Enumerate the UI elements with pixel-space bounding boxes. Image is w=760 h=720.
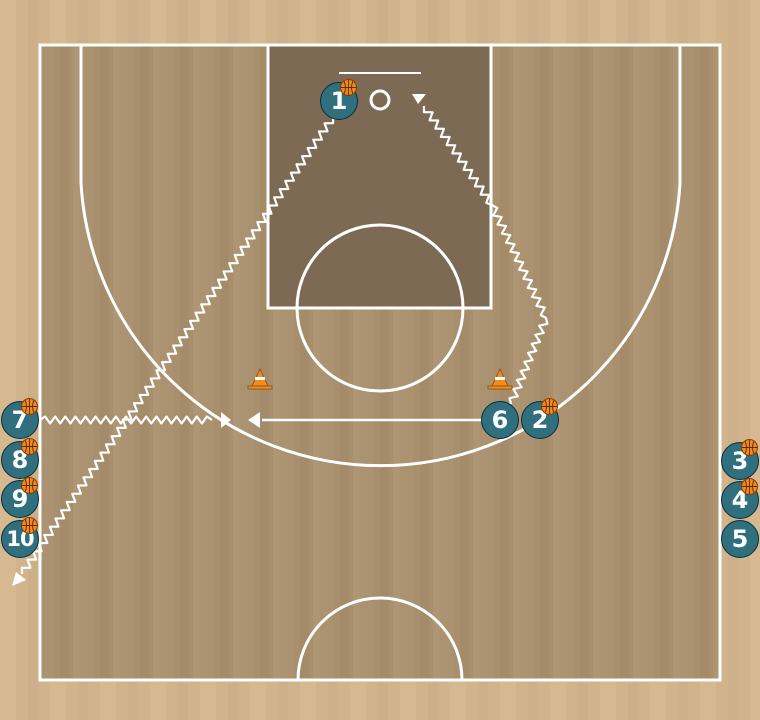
player-9[interactable]: 9 [1, 477, 39, 518]
court-lines [38, 43, 722, 682]
arrowhead-dribble-1 [12, 572, 26, 586]
basketball-icon [741, 439, 758, 456]
player-2[interactable]: 2 [521, 398, 559, 439]
player-label: 5 [721, 520, 759, 558]
basketball-icon [741, 478, 758, 495]
player-4[interactable]: 4 [721, 478, 759, 519]
center-circle [296, 596, 464, 681]
player-3[interactable]: 3 [721, 439, 759, 480]
basketball-icon [340, 79, 357, 96]
movements [20, 105, 549, 575]
basketball-icon [541, 398, 558, 415]
basketball-icon [21, 477, 38, 494]
player-label: 6 [481, 401, 519, 439]
cone-right [487, 368, 513, 390]
player-8[interactable]: 8 [1, 438, 39, 479]
cone-left [247, 368, 273, 390]
key-outline [266, 43, 493, 310]
basketball-icon [21, 517, 38, 534]
dribble-2-to-basket [422, 105, 549, 405]
arrowheads [12, 94, 426, 586]
dribble-1-to-corner [20, 116, 335, 575]
basketball-icon [21, 398, 38, 415]
player-6[interactable]: 6 [481, 401, 519, 439]
arrowhead-dribble-7 [221, 412, 231, 428]
three-point-line [79, 45, 682, 468]
player-7[interactable]: 7 [1, 398, 39, 439]
hoop [369, 89, 391, 111]
player-1[interactable]: 1 [320, 79, 358, 120]
player-10[interactable]: 10 [1, 517, 39, 558]
arrowhead-dribble-2 [412, 94, 426, 104]
basketball-icon [21, 438, 38, 455]
arrowhead-cut-6 [248, 412, 260, 428]
paint-area [268, 45, 491, 308]
free-throw-circle [295, 223, 465, 393]
player-5[interactable]: 5 [721, 520, 759, 558]
dribble-7-to-middle [39, 415, 213, 425]
